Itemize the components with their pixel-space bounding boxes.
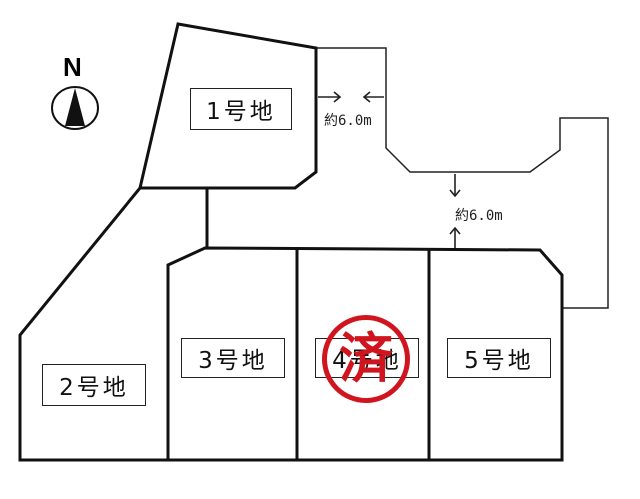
north-letter: N (63, 52, 82, 82)
dim-arrowhead-bottom (449, 226, 461, 235)
dim-arrowhead-right (362, 91, 371, 103)
lot-5-label: 5号地 (447, 338, 551, 378)
road-width-label-top: 約6.0m (324, 113, 372, 129)
road-width-label-right: 約6.0m (455, 208, 503, 224)
lots-outer-boundary (18, 187, 564, 462)
lot-2-label: 2号地 (42, 364, 146, 406)
dim-arrowhead-top (449, 189, 461, 198)
road-outline (316, 47, 609, 309)
north-arrow-icon (51, 86, 99, 130)
lot-1-boundary (138, 22, 318, 190)
dim-arrowhead-left (333, 91, 342, 103)
lot-1-label: 1号地 (190, 88, 292, 130)
sold-stamp: 済 (322, 315, 410, 403)
lot-3-label: 3号地 (181, 338, 285, 378)
